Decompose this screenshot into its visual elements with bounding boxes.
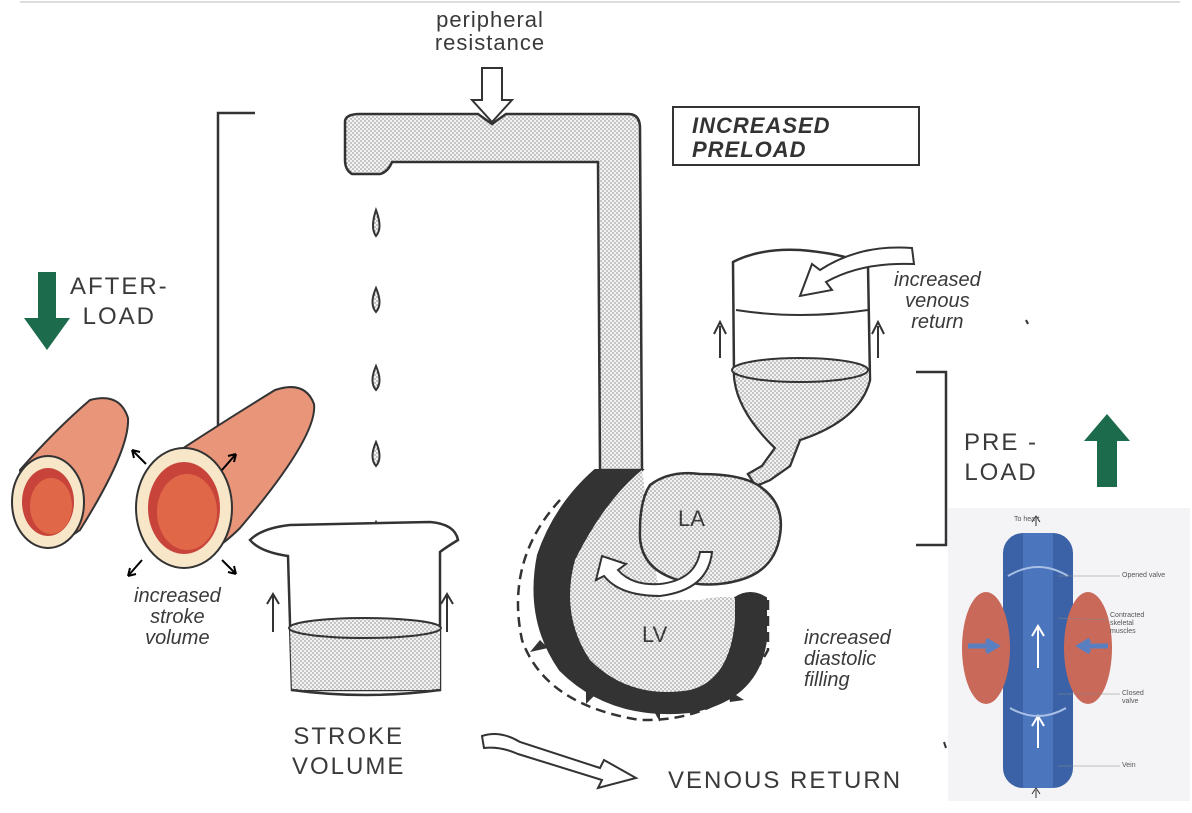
arrow-down-icon <box>24 272 70 350</box>
vein-opened-valve-label: Opened valve <box>1122 572 1165 579</box>
stroke-volume-beaker <box>250 522 458 695</box>
increased-venous-return-label: increased venous return <box>894 270 981 333</box>
vein-vein-label: Vein <box>1122 762 1136 769</box>
preload-label: PRE - LOAD <box>964 428 1038 488</box>
vein-illustration <box>948 508 1190 801</box>
flow-arrow-icon <box>482 734 636 788</box>
vein-closed-valve-label: Closed valve <box>1122 690 1144 706</box>
increased-diastolic-filling-label: increased diastolic filling <box>804 628 891 691</box>
increased-preload-label: INCREASED PRELOAD <box>692 114 831 162</box>
droplets <box>373 210 380 546</box>
peripheral-resistance-label: peripheral resistance <box>400 8 580 54</box>
left-atrium <box>640 473 781 584</box>
stroke-volume-label: STROKE VOLUME <box>292 722 405 782</box>
increased-preload-box: INCREASED PRELOAD <box>672 106 920 166</box>
venous-return-label: VENOUS RETURN <box>668 766 902 796</box>
reservoir-up-arrow-left-icon <box>714 322 726 358</box>
afterload-label: AFTER- LOAD <box>70 272 169 332</box>
lv-label: LV <box>642 622 667 648</box>
increased-stroke-volume-label: increased stroke volume <box>134 586 221 649</box>
vessel-small-icon <box>12 398 128 548</box>
aorta-tube <box>345 114 642 470</box>
vein-valve-inset: To heart Opened valve Contracted skeleta… <box>948 508 1190 801</box>
arrow-up-icon <box>1084 414 1130 487</box>
vein-to-heart-label: To heart <box>1014 516 1039 523</box>
beaker-up-arrow-right-icon <box>441 594 453 632</box>
beaker-up-arrow-left-icon <box>267 594 279 632</box>
reservoir-up-arrow-right-icon <box>872 322 884 358</box>
vein-contracted-muscles-label: Contracted skeletal muscles <box>1110 612 1144 636</box>
preload-bracket <box>916 372 946 545</box>
venous-reservoir <box>714 247 914 486</box>
la-label: LA <box>678 506 705 532</box>
